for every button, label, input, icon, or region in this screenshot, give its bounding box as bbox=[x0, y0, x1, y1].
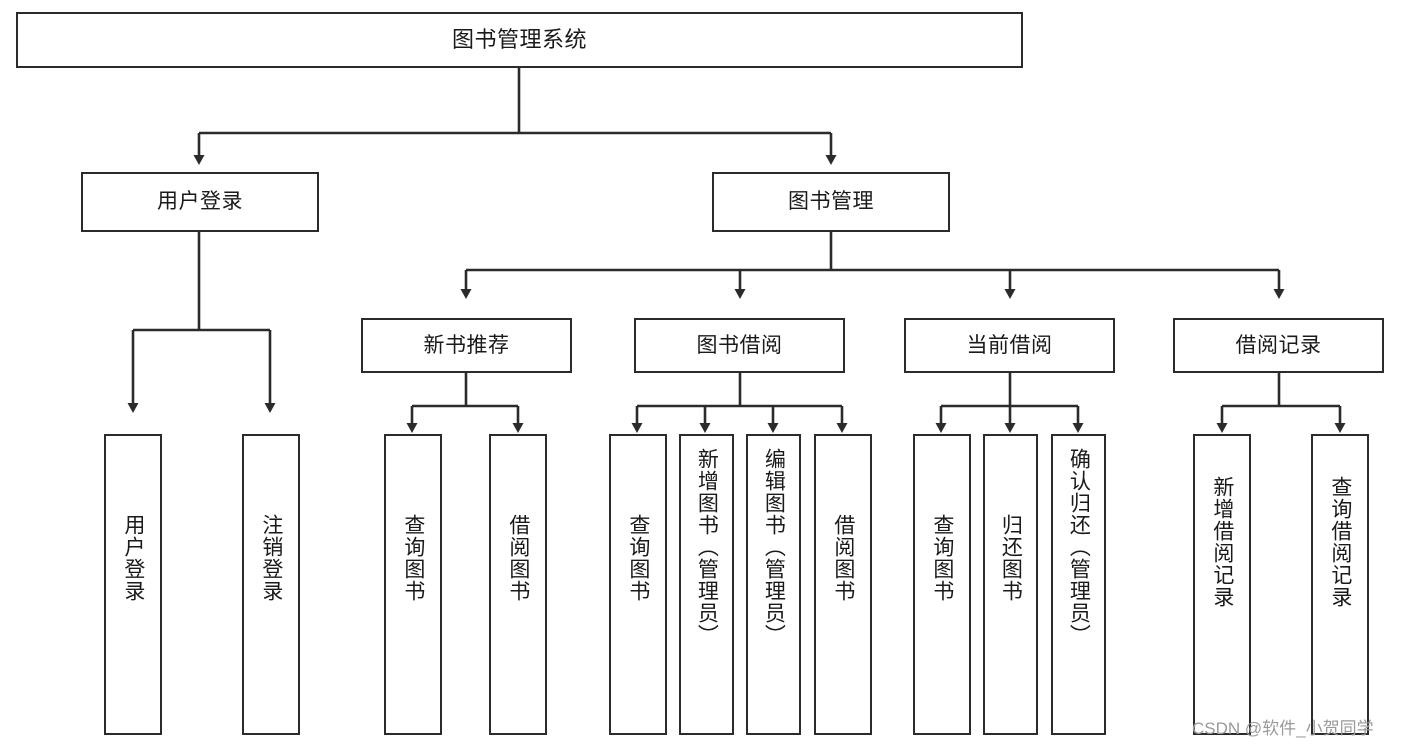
leaf-borrow-book-borrow-label: 借阅图书 bbox=[831, 514, 855, 602]
node-root-label: 图书管理系统 bbox=[451, 26, 587, 52]
leaf-user-login[interactable]: 用户登录 bbox=[104, 434, 162, 735]
node-book-borrow-label: 图书借阅 bbox=[696, 333, 783, 357]
leaf-borrow-book-newbook[interactable]: 借阅图书 bbox=[489, 434, 547, 735]
node-current-borrow[interactable]: 当前借阅 bbox=[904, 318, 1115, 373]
leaf-borrow-book-newbook-label: 借阅图书 bbox=[506, 514, 530, 602]
leaf-return-book-label: 归还图书 bbox=[999, 514, 1023, 602]
node-new-book-recommend[interactable]: 新书推荐 bbox=[361, 318, 572, 373]
leaf-add-book-admin-label: 新增图书（管理员） bbox=[695, 448, 719, 646]
leaf-query-book-borrow[interactable]: 查询图书 bbox=[609, 434, 667, 735]
node-borrow-record-label: 借阅记录 bbox=[1235, 333, 1322, 357]
leaf-logout[interactable]: 注销登录 bbox=[242, 434, 300, 735]
node-user-login[interactable]: 用户登录 bbox=[81, 172, 319, 232]
node-book-management-label: 图书管理 bbox=[788, 190, 874, 214]
leaf-query-book-newbook[interactable]: 查询图书 bbox=[384, 434, 442, 735]
leaf-query-book-borrow-label: 查询图书 bbox=[626, 514, 650, 602]
leaf-confirm-return-admin-label: 确认归还（管理员） bbox=[1067, 448, 1091, 646]
leaf-add-borrow-record[interactable]: 新增借阅记录 bbox=[1193, 434, 1251, 735]
node-root[interactable]: 图书管理系统 bbox=[16, 12, 1023, 68]
leaf-user-login-label: 用户登录 bbox=[121, 514, 145, 602]
leaf-query-borrow-record-label: 查询借阅记录 bbox=[1328, 476, 1352, 608]
leaf-add-borrow-record-label: 新增借阅记录 bbox=[1210, 476, 1234, 608]
node-current-borrow-label: 当前借阅 bbox=[966, 333, 1053, 357]
leaf-query-book-current-label: 查询图书 bbox=[930, 514, 954, 602]
leaf-return-book[interactable]: 归还图书 bbox=[983, 434, 1038, 735]
leaf-query-borrow-record[interactable]: 查询借阅记录 bbox=[1311, 434, 1369, 735]
leaf-logout-label: 注销登录 bbox=[259, 514, 283, 602]
leaf-edit-book-admin-label: 编辑图书（管理员） bbox=[762, 448, 786, 646]
node-book-management[interactable]: 图书管理 bbox=[712, 172, 950, 232]
node-new-book-recommend-label: 新书推荐 bbox=[423, 333, 510, 357]
leaf-query-book-newbook-label: 查询图书 bbox=[401, 514, 425, 602]
leaf-edit-book-admin[interactable]: 编辑图书（管理员） bbox=[746, 434, 801, 735]
node-user-login-label: 用户登录 bbox=[157, 190, 243, 214]
csdn-watermark: CSDN @软件_小贺同学 bbox=[1192, 719, 1374, 738]
leaf-borrow-book-borrow[interactable]: 借阅图书 bbox=[814, 434, 872, 735]
node-borrow-record[interactable]: 借阅记录 bbox=[1173, 318, 1384, 373]
leaf-query-book-current[interactable]: 查询图书 bbox=[913, 434, 971, 735]
node-book-borrow[interactable]: 图书借阅 bbox=[634, 318, 845, 373]
leaf-add-book-admin[interactable]: 新增图书（管理员） bbox=[679, 434, 734, 735]
leaf-confirm-return-admin[interactable]: 确认归还（管理员） bbox=[1051, 434, 1106, 735]
